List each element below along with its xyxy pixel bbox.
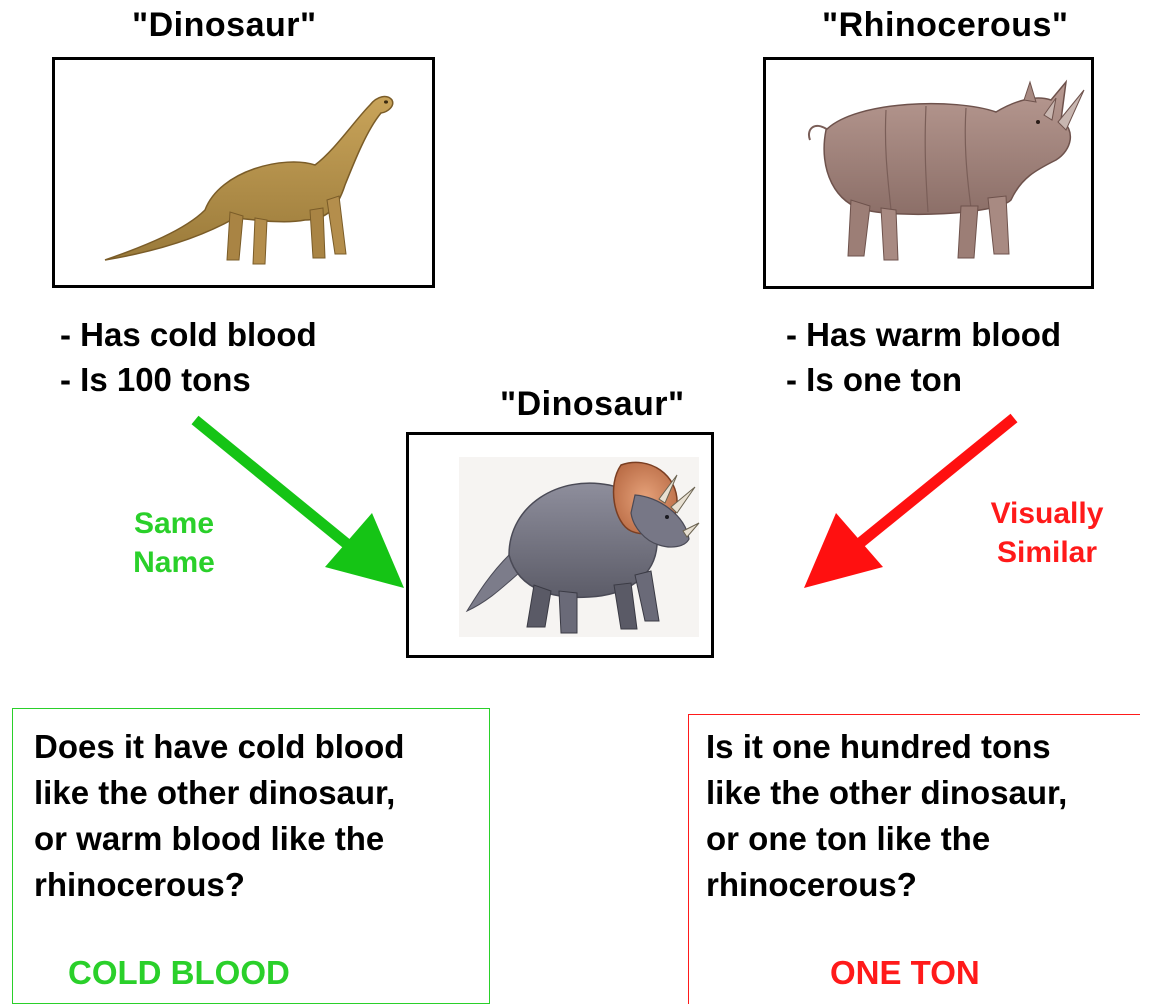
same-name-line1: Same — [104, 504, 244, 543]
left-question-line: rhinocerous? — [34, 862, 404, 908]
right-question-line: rhinocerous? — [706, 862, 1067, 908]
right-question-line: like the other dinosaur, — [706, 770, 1067, 816]
left-answer: COLD BLOOD — [68, 954, 290, 992]
same-name-line2: Name — [104, 543, 244, 582]
visually-similar-line2: Similar — [962, 533, 1132, 572]
left-question-line: Does it have cold blood — [34, 724, 404, 770]
right-answer: ONE TON — [830, 954, 980, 992]
left-question-line: like the other dinosaur, — [34, 770, 404, 816]
same-name-label: Same Name — [104, 504, 244, 582]
right-question-line: or one ton like the — [706, 816, 1067, 862]
left-question-line: or warm blood like the — [34, 816, 404, 862]
right-question-line: Is it one hundred tons — [706, 724, 1067, 770]
left-question-text: Does it have cold blood like the other d… — [34, 724, 404, 908]
right-question-text: Is it one hundred tons like the other di… — [706, 724, 1067, 908]
visually-similar-line1: Visually — [962, 494, 1132, 533]
visually-similar-label: Visually Similar — [962, 494, 1132, 572]
